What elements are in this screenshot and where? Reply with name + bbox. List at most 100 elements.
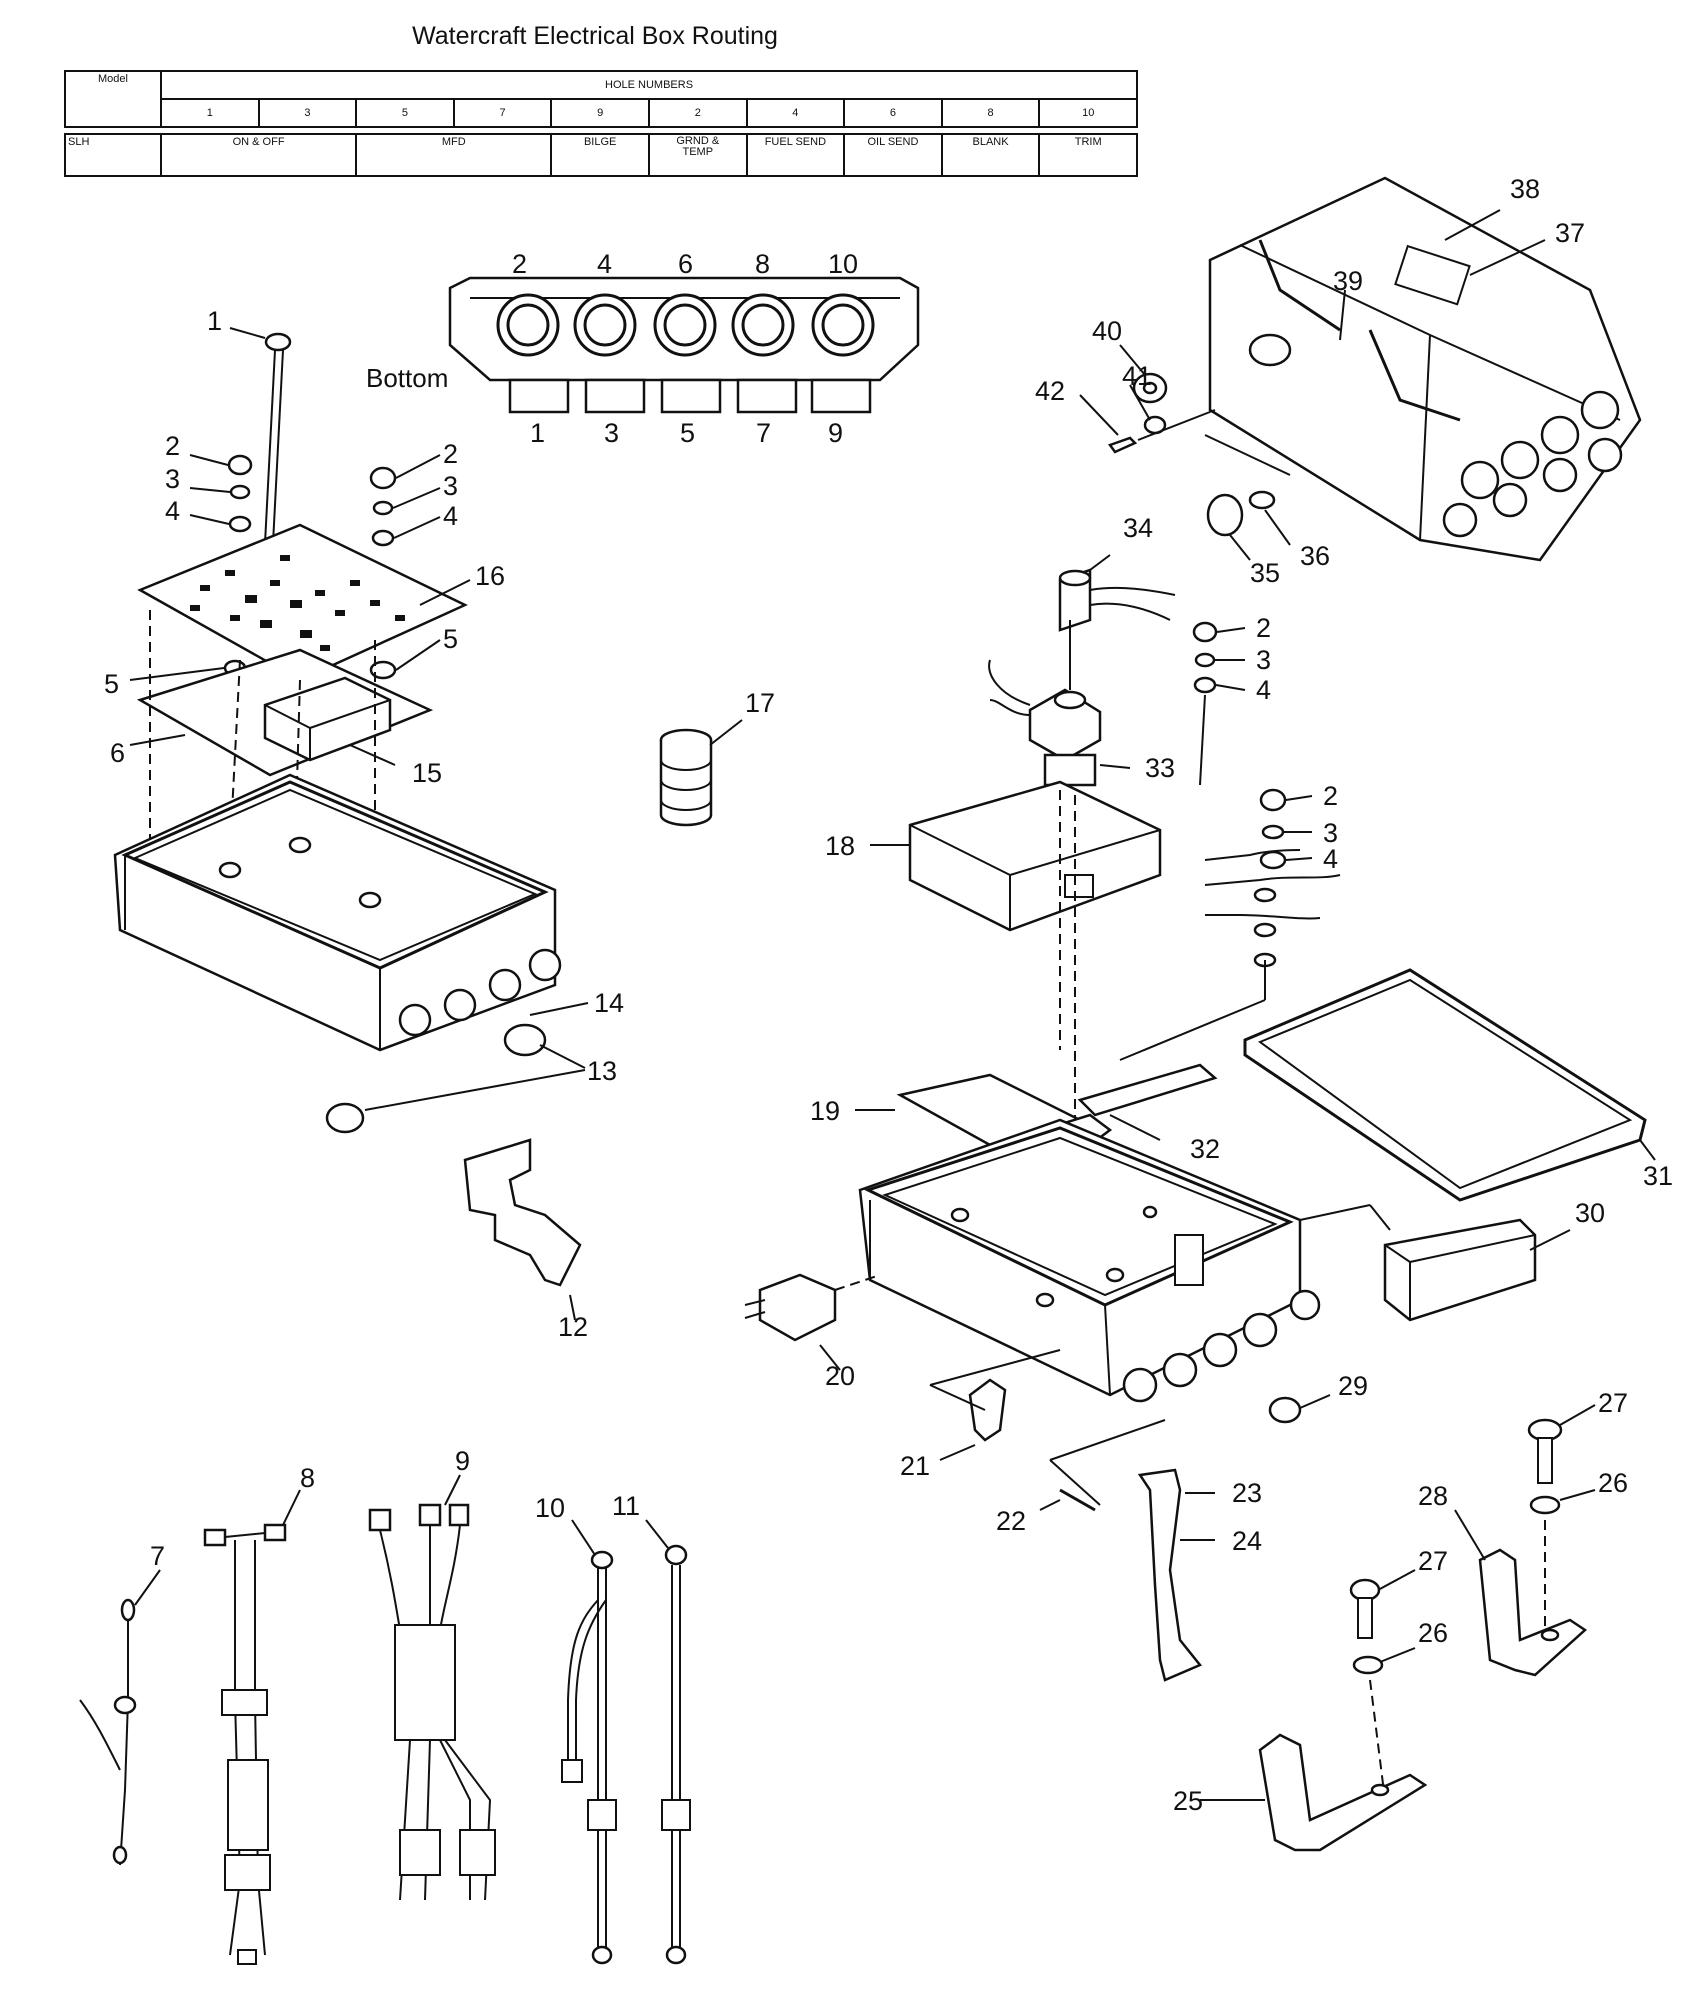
assembled-electrical-box — [1079, 176, 1642, 562]
hole-number-row: 1 3 5 7 9 2 4 6 8 10 — [65, 98, 1139, 128]
callout-38: 38 — [1510, 174, 1540, 204]
routing-cell-bilge: BILGE — [550, 133, 650, 177]
callout-23: 23 — [1232, 1478, 1262, 1508]
callout-3: 3 — [1323, 818, 1338, 848]
routing-cell-oil-send: OIL SEND — [843, 133, 943, 177]
callout-15: 15 — [412, 758, 442, 788]
model-name-cell: SLH — [64, 133, 162, 177]
model-header-cell: Model — [64, 70, 162, 128]
hole-label: 8 — [755, 249, 770, 279]
callout-16: 16 — [475, 561, 505, 591]
hole-number-cell: 10 — [1038, 98, 1139, 128]
callout-8: 8 — [300, 1463, 315, 1493]
callout-22: 22 — [996, 1506, 1026, 1536]
callout-5: 5 — [443, 624, 458, 654]
callout-19: 19 — [810, 1096, 840, 1126]
routing-cell-on-off: ON & OFF — [159, 133, 358, 177]
callout-2: 2 — [165, 431, 180, 461]
callout-2: 2 — [443, 439, 458, 469]
hole-label: 2 — [512, 249, 527, 279]
hole-number-cell: 2 — [647, 98, 748, 128]
hole-label: 6 — [678, 249, 693, 279]
routing-cell-mfd: MFD — [355, 133, 553, 177]
hole-number-cell: 6 — [843, 98, 943, 128]
callout-6: 6 — [110, 738, 125, 768]
callout-41: 41 — [1122, 361, 1152, 391]
callout-39: 39 — [1333, 266, 1363, 296]
callout-labels: 1 2 3 4 2 3 4 16 5 5 6 15 14 13 12 17 34… — [104, 174, 1673, 1816]
callout-26: 26 — [1418, 1618, 1448, 1648]
callout-12: 12 — [558, 1312, 588, 1342]
table-header-row: Model HOLE NUMBERS — [64, 70, 1139, 128]
wire-harnesses — [79, 1474, 691, 1965]
hole-number-cell: 8 — [940, 98, 1041, 128]
callout-37: 37 — [1555, 218, 1585, 248]
callout-30: 30 — [1575, 1198, 1605, 1228]
hole-label: 3 — [604, 418, 619, 448]
callout-17: 17 — [745, 688, 775, 718]
callout-34: 34 — [1123, 513, 1153, 543]
callout-10: 10 — [535, 1493, 565, 1523]
callout-32: 32 — [1190, 1134, 1220, 1164]
model-routing-row: SLH ON & OFF MFD BILGE GRND & TEMP FUEL … — [64, 133, 1139, 177]
open-electrical-box — [744, 968, 1656, 1512]
routing-cell-blank: BLANK — [940, 133, 1041, 177]
callout-40: 40 — [1092, 316, 1122, 346]
callout-3: 3 — [443, 471, 458, 501]
hole-label: 10 — [828, 249, 858, 279]
callout-33: 33 — [1145, 753, 1175, 783]
hole-numbers-header-cell: HOLE NUMBERS — [159, 70, 1139, 100]
callout-24: 24 — [1232, 1526, 1262, 1556]
callout-25: 25 — [1173, 1786, 1203, 1816]
callout-4: 4 — [1256, 675, 1271, 705]
hole-number-cell: 5 — [355, 98, 455, 128]
solenoid-assembly — [870, 554, 1341, 1260]
callout-11: 11 — [612, 1491, 640, 1521]
callout-4: 4 — [443, 501, 458, 531]
callout-28: 28 — [1418, 1481, 1448, 1511]
page-title: Watercraft Electrical Box Routing — [412, 22, 778, 50]
hole-label: 4 — [597, 249, 612, 279]
bottom-view-connector-block: Bottom 2 4 6 8 10 1 3 5 7 9 — [366, 249, 920, 448]
callout-5: 5 — [104, 669, 119, 699]
bottom-view-label: Bottom — [366, 363, 448, 393]
callout-13: 13 — [587, 1056, 617, 1086]
hole-label: 7 — [756, 418, 771, 448]
hole-number-cell: 7 — [452, 98, 553, 128]
left-box-assembly — [113, 327, 589, 1321]
hole-number-cell: 4 — [745, 98, 846, 128]
callout-20: 20 — [825, 1361, 855, 1391]
callout-35: 35 — [1250, 558, 1280, 588]
routing-cell-fuel-send: FUEL SEND — [745, 133, 846, 177]
callout-31: 31 — [1643, 1161, 1673, 1191]
callout-21: 21 — [900, 1451, 930, 1481]
callout-42: 42 — [1035, 376, 1065, 406]
callout-29: 29 — [1338, 1371, 1368, 1401]
callout-7: 7 — [150, 1541, 165, 1571]
grommet-stack — [659, 719, 743, 827]
callout-4: 4 — [1323, 844, 1338, 874]
callout-27: 27 — [1598, 1388, 1628, 1418]
callout-18: 18 — [825, 831, 855, 861]
callout-9: 9 — [455, 1446, 470, 1476]
routing-cell-grnd-temp: GRND & TEMP — [647, 133, 748, 177]
hole-routing-table: Model HOLE NUMBERS 1 3 5 7 9 2 4 6 8 10 … — [64, 70, 1139, 177]
hole-label: 5 — [680, 418, 695, 448]
hole-number-cell: 3 — [257, 98, 358, 128]
hole-label: 1 — [530, 418, 545, 448]
callout-4: 4 — [165, 496, 180, 526]
callout-26: 26 — [1598, 1468, 1628, 1498]
routing-cell-trim: TRIM — [1038, 133, 1139, 177]
callout-27: 27 — [1418, 1546, 1448, 1576]
callout-2: 2 — [1323, 781, 1338, 811]
callout-14: 14 — [594, 988, 624, 1018]
callout-2: 2 — [1256, 613, 1271, 643]
hole-number-cell: 1 — [160, 98, 260, 128]
mounting-brackets — [1137, 1404, 1596, 1852]
callout-1: 1 — [207, 306, 222, 336]
callout-36: 36 — [1300, 541, 1330, 571]
hole-number-cell: 9 — [550, 98, 650, 128]
callout-3: 3 — [1256, 645, 1271, 675]
hole-label: 9 — [828, 418, 843, 448]
